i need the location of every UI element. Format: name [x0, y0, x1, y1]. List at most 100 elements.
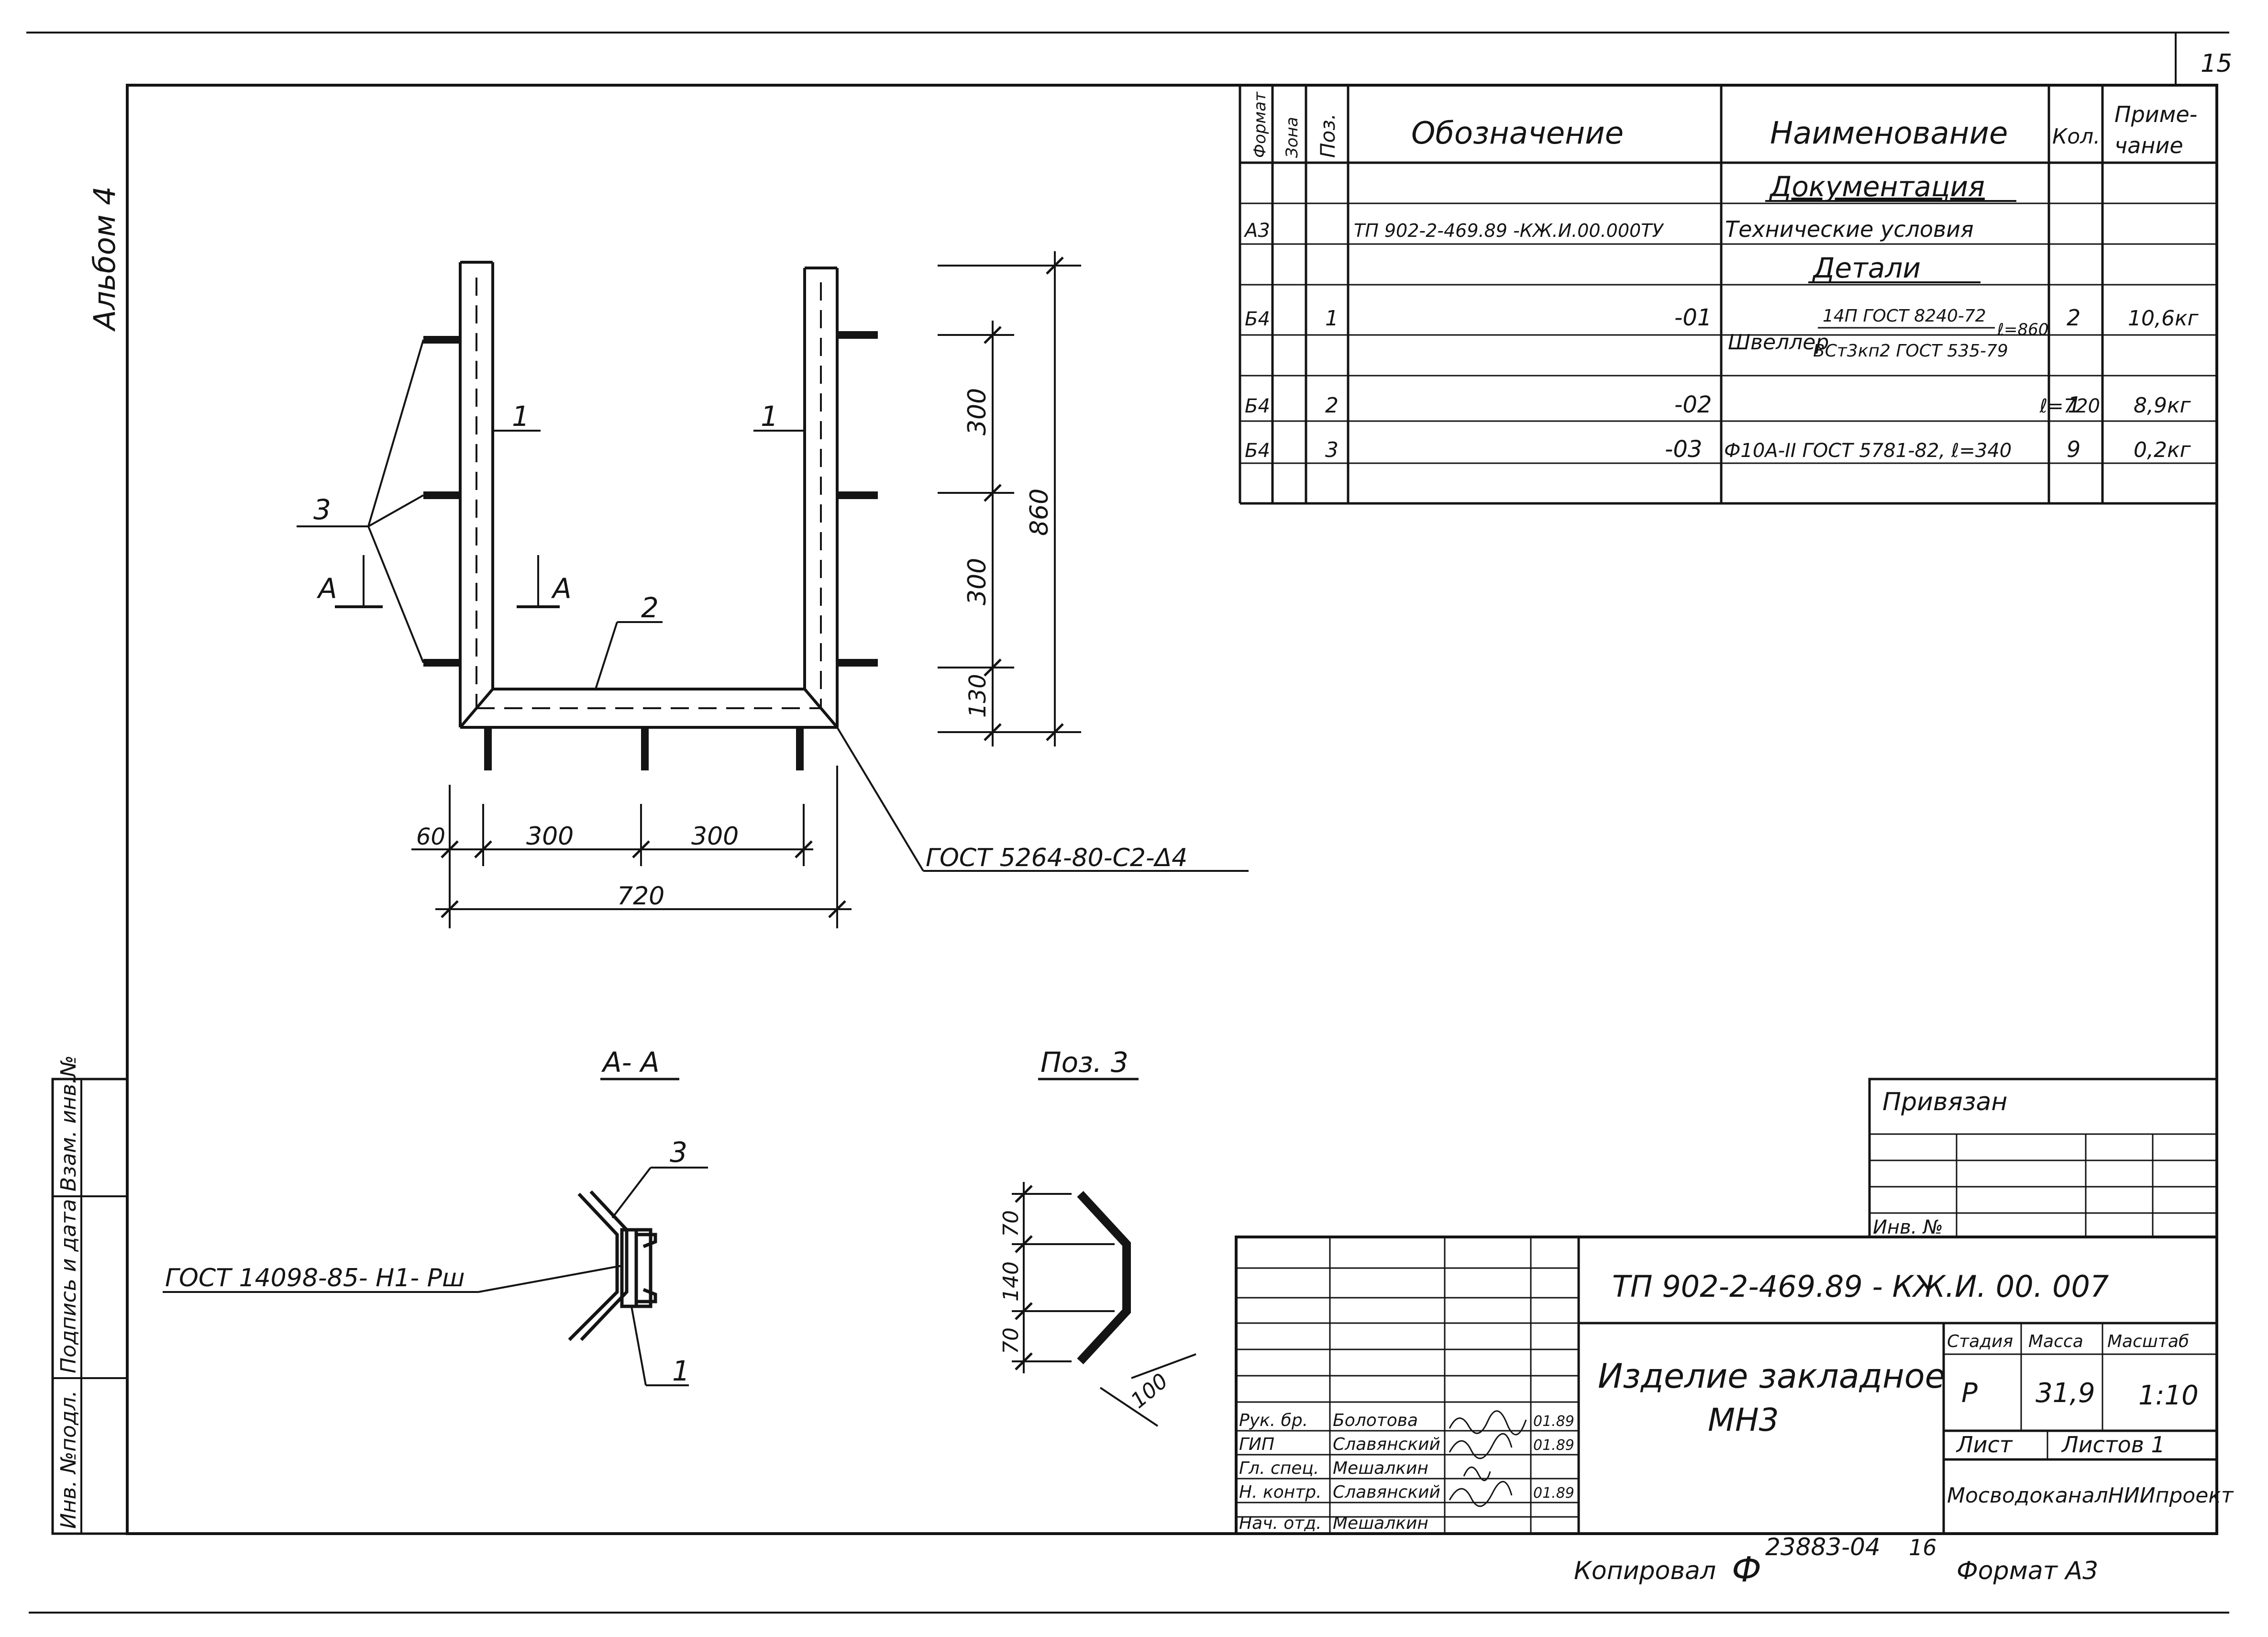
dim-860: 860	[1025, 489, 1054, 536]
title-code: ТП 902-2-469.89 - КЖ.И. 00. 007	[1612, 1269, 2109, 1304]
signer-name-4: Славянский	[1333, 1482, 1440, 1502]
title-block: ТП 902-2-469.89 - КЖ.И. 00. 007 Изделие …	[1235, 1236, 2234, 1535]
row2-pos: 1	[1325, 306, 1339, 331]
section-aa-leader-3: 3	[670, 1136, 687, 1169]
weld-note-main: ГОСТ 5264-80-С2-Δ4	[926, 844, 1187, 872]
signer-role-1: Рук. бр.	[1239, 1411, 1308, 1430]
row4-name: Ф10А-II ГОСТ 5781-82, ℓ=340	[1724, 440, 2012, 462]
archive-sheet: 16	[1909, 1535, 1937, 1560]
privyazan-label: Привязан	[1882, 1088, 2007, 1116]
leader-1-left: 1	[512, 400, 530, 433]
copied-by: Копировал	[1574, 1557, 1716, 1585]
row3-qty: 1	[2068, 392, 2081, 418]
section-mark-right: А	[551, 572, 572, 605]
mass-label: Масса	[2028, 1332, 2083, 1351]
row3-note: 8,9кг	[2134, 393, 2191, 418]
row4-designation: -03	[1665, 436, 1702, 463]
row1-designation: ТП 902-2-469.89 -КЖ.И.00.000ТУ	[1354, 220, 1664, 241]
row4-note: 0,2кг	[2134, 438, 2191, 462]
sheets-label: Листов 1	[2061, 1432, 2165, 1458]
row2-name-top: 14П ГОСТ 8240-72	[1823, 306, 1986, 326]
page-number: 15	[2201, 49, 2232, 78]
leader-3: 3	[313, 493, 331, 526]
scale-label: Масштаб	[2107, 1332, 2189, 1351]
pos3-view: Поз. 3 70 140 70 100	[999, 1046, 1196, 1427]
frame	[26, 32, 2229, 1614]
signer-name-5: Мешалкин	[1333, 1514, 1428, 1533]
section-aa: А- А 3 1 ГОСТ 14098-85- Н1- Рш	[163, 1046, 708, 1387]
side-stamp-inv-podl: Инв. №подл.	[56, 1390, 81, 1529]
dim-300-c: 300	[526, 822, 574, 851]
pos3-title: Поз. 3	[1040, 1046, 1128, 1079]
row4-pos: 3	[1325, 438, 1339, 462]
signature-scribbles	[1449, 1410, 1527, 1507]
signer-role-5: Нач. отд.	[1239, 1514, 1322, 1533]
stage-label: Стадия	[1947, 1332, 2013, 1351]
signer-date-4: 01.89	[1533, 1485, 1574, 1502]
section-docs: Документация	[1769, 170, 1985, 203]
privyazan-block: Привязан Инв. №	[1868, 1078, 2218, 1238]
pos3-dim-70-b: 70	[999, 1327, 1023, 1354]
signer-name-1: Болотова	[1333, 1411, 1418, 1430]
privyazan-inv-label: Инв. №	[1873, 1216, 1943, 1238]
copied-initial: Ф	[1732, 1549, 1761, 1590]
header-designation: Обозначение	[1411, 116, 1624, 151]
pos3-dim-140: 140	[999, 1261, 1023, 1302]
side-stamp: Инв. №подл. Подпись и дата Взам. инв.№	[51, 1055, 129, 1535]
scale-value: 1:10	[2138, 1380, 2199, 1411]
signer-date-2: 01.89	[1533, 1437, 1574, 1454]
row4-qty: 9	[2067, 436, 2080, 462]
header-format: Формат	[1250, 91, 1270, 158]
dim-300-b: 300	[963, 558, 992, 605]
dim-60: 60	[416, 824, 445, 850]
signer-role-2: ГИП	[1239, 1435, 1274, 1454]
header-zone: Зона	[1283, 117, 1302, 158]
row3-format: Б4	[1245, 395, 1270, 417]
signer-name-2: Славянский	[1333, 1435, 1440, 1454]
header-pos: Поз.	[1316, 113, 1339, 158]
row3-designation: -02	[1674, 391, 1712, 418]
signer-date-1: 01.89	[1533, 1413, 1574, 1430]
section-aa-weld-note: ГОСТ 14098-85- Н1- Рш	[165, 1264, 465, 1292]
sheet-label: Лист	[1956, 1432, 2013, 1458]
dim-720: 720	[617, 882, 664, 911]
row2-name-bottom: ВСт3кп2 ГОСТ 535-79	[1813, 341, 2008, 361]
side-stamp-sign-date: Подпись и дата	[56, 1199, 81, 1373]
pos3-dim-100: 100	[1126, 1369, 1173, 1413]
row2-note: 10,6кг	[2128, 306, 2199, 331]
row2-name-main: Швеллер	[1728, 330, 1829, 355]
row2-designation: -01	[1674, 304, 1712, 331]
title-line-1: Изделие закладное	[1598, 1357, 1946, 1396]
header-note-1: Приме-	[2114, 101, 2197, 127]
row2-name-length: ℓ=860	[1997, 320, 2048, 339]
section-aa-title: А- А	[601, 1046, 660, 1079]
main-view: 1 1 2 3 А А ГОСТ 5264-80-С2-Δ4 300 300 1…	[297, 251, 1249, 928]
row3-pos: 2	[1325, 393, 1339, 418]
section-aa-leader-1: 1	[672, 1355, 690, 1387]
signer-role-4: Н. контр.	[1239, 1482, 1322, 1502]
row1-format: А3	[1243, 220, 1270, 242]
spec-table: Формат Зона Поз. Обозначение Наименовани…	[1239, 85, 2217, 505]
leader-2: 2	[641, 591, 659, 624]
row3-name: ℓ=720	[2039, 395, 2100, 417]
section-mark-left: А	[316, 572, 337, 605]
stage-value: Р	[1961, 1378, 1978, 1409]
format-label: Формат А3	[1957, 1557, 2098, 1585]
footer: Копировал Ф 23883-04 16 Формат А3	[1574, 1533, 2098, 1590]
mass-value: 31,9	[2036, 1378, 2095, 1409]
header-note-2: чание	[2114, 133, 2183, 158]
dim-130: 130	[964, 674, 991, 718]
row2-format: Б4	[1245, 308, 1270, 330]
archive-number: 23883-04	[1765, 1533, 1881, 1561]
dim-300-d: 300	[691, 822, 739, 851]
album-label: Альбом 4	[87, 186, 122, 332]
title-line-2: МН3	[1708, 1402, 1779, 1438]
side-stamp-vzam: Взам. инв.№	[56, 1055, 81, 1192]
leader-1-right: 1	[761, 400, 778, 433]
row4-format: Б4	[1245, 440, 1270, 462]
header-qty: Кол.	[2052, 124, 2100, 149]
header-name: Наименование	[1770, 116, 2008, 151]
org-name: МосводоканалНИИпроект	[1947, 1483, 2234, 1508]
pos3-dim-70-a: 70	[999, 1210, 1023, 1237]
